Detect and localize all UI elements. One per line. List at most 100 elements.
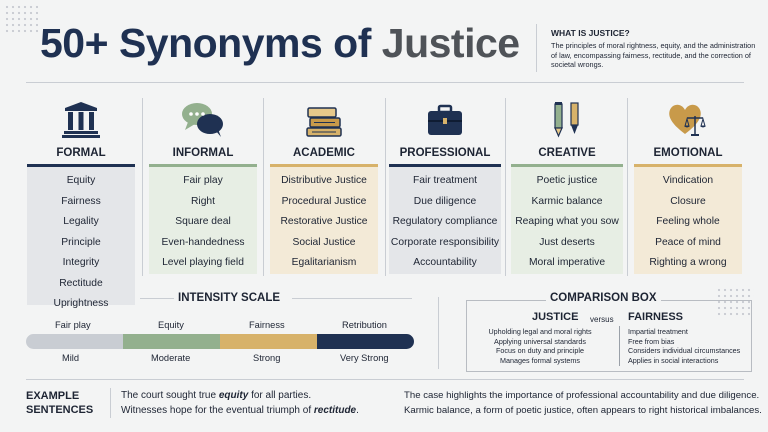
- category-emotional: EMOTIONAL Vindication Closure Feeling wh…: [634, 100, 742, 274]
- fairness-points: Impartial treatment Free from bias Consi…: [628, 327, 752, 365]
- synonym-item: Vindication: [662, 175, 714, 186]
- synonym-item: Integrity: [62, 257, 100, 268]
- category-formal: FORMAL Equity Fairness Legality Principl…: [27, 100, 135, 309]
- synonym-item: Due diligence: [413, 195, 477, 207]
- synonym-item: Uprightness: [53, 298, 109, 309]
- category-informal: INFORMAL Fair play Right Square deal Eve…: [149, 100, 257, 274]
- category-academic: ACADEMIC Distributive Justice Procedural…: [270, 100, 378, 274]
- synonym-item: Distributive Justice: [281, 175, 367, 186]
- column-divider: [627, 98, 628, 276]
- page-title: 50+ Synonyms of Justice: [40, 20, 520, 66]
- synonym-item: Poetic justice: [536, 175, 598, 186]
- chat-bubbles-icon: [149, 100, 257, 138]
- scale-level: Very Strong: [340, 353, 389, 363]
- synonym-item: Right: [190, 195, 216, 207]
- synonym-item: Procedural Justice: [281, 195, 367, 207]
- synonym-item: Rectitude: [59, 277, 103, 289]
- decorative-dots: [716, 287, 754, 317]
- scale-level: Moderate: [151, 353, 191, 363]
- synonym-item: Legality: [63, 216, 99, 227]
- comparison-point: Applies in social interactions: [628, 355, 719, 365]
- synonym-item: Principle: [61, 236, 101, 248]
- pen-pencil-icon: [511, 100, 623, 138]
- synonym-item: Social Justice: [292, 236, 356, 248]
- scale-rule-left: [140, 298, 174, 299]
- synonym-item: Righting a wrong: [649, 257, 727, 268]
- definition-text: The principles of moral rightness, equit…: [551, 41, 756, 69]
- intensity-bar-very-strong: [317, 334, 414, 349]
- category-heading: INFORMAL: [172, 147, 234, 159]
- comparison-left-title: JUSTICE: [532, 311, 579, 323]
- books-icon: [270, 100, 378, 138]
- section-divider: [438, 297, 439, 369]
- synonym-list: Fair treatment Due diligence Regulatory …: [389, 164, 501, 274]
- synonym-item: Reaping what you sow: [515, 216, 619, 227]
- example-sentence: The court sought true equity for all par…: [121, 390, 312, 401]
- versus-label: versus: [590, 315, 614, 324]
- intensity-bar-moderate: [123, 334, 220, 349]
- comparison-point: Manages formal systems: [500, 355, 580, 365]
- synonym-item: Fair treatment: [412, 175, 478, 186]
- synonym-item: Corporate responsibility: [390, 236, 500, 248]
- category-heading: CREATIVE: [538, 147, 596, 159]
- justice-points: Upholding legal and moral rights Applyin…: [470, 327, 610, 365]
- synonym-item: Egalitarianism: [291, 257, 357, 268]
- comparison-point: Applying universal standards: [494, 336, 586, 346]
- synonym-item: Regulatory compliance: [392, 216, 498, 227]
- synonym-list: Distributive Justice Procedural Justice …: [270, 164, 378, 274]
- intensity-bar-mild: [26, 334, 123, 349]
- comparison-point: Free from bias: [628, 336, 675, 346]
- intensity-heading: INTENSITY SCALE: [178, 292, 281, 304]
- examples-heading: EXAMPLE SENTENCES: [26, 389, 93, 417]
- synonym-list: Poetic justice Karmic balance Reaping wh…: [511, 164, 623, 274]
- header-divider: [536, 24, 537, 72]
- synonym-item: Fairness: [61, 195, 101, 207]
- category-professional: PROFESSIONAL Fair treatment Due diligenc…: [389, 100, 501, 274]
- category-heading: FORMAL: [56, 147, 106, 159]
- top-rule: [26, 82, 744, 83]
- examples-heading-line1: EXAMPLE: [26, 390, 80, 402]
- synonym-item: Closure: [670, 195, 706, 207]
- scale-word: Fair play: [55, 320, 91, 330]
- comparison-point: Focus on duty and principle: [496, 346, 584, 355]
- example-sentence: Witnesses hope for the eventual triumph …: [121, 405, 359, 416]
- synonym-item: Just deserts: [539, 236, 595, 248]
- briefcase-icon: [389, 100, 501, 138]
- comparison-point: Impartial treatment: [628, 327, 688, 336]
- examples-heading-line2: SENTENCES: [26, 404, 94, 416]
- synonym-item: Level playing field: [162, 257, 244, 268]
- comparison-right-title: FAIRNESS: [628, 311, 684, 323]
- bottom-rule: [26, 379, 744, 380]
- scale-word: Equity: [158, 320, 184, 330]
- column-divider: [263, 98, 264, 276]
- synonym-item: Fair play: [183, 175, 223, 186]
- column-divider: [505, 98, 506, 276]
- heart-scale-icon: [634, 100, 742, 138]
- comparison-point: Considers individual circumstances: [628, 346, 741, 355]
- decorative-dots: [4, 4, 38, 34]
- synonym-item: Square deal: [175, 216, 231, 227]
- synonym-item: Accountability: [413, 257, 477, 268]
- scale-word: Retribution: [342, 320, 387, 330]
- synonym-item: Restorative Justice: [280, 216, 368, 227]
- comparison-divider: [619, 326, 620, 366]
- scale-level: Mild: [62, 353, 80, 363]
- pillars-icon: [27, 100, 135, 138]
- intensity-bar-strong: [220, 334, 317, 349]
- example-sentence: Karmic balance, a form of poetic justice…: [404, 405, 762, 416]
- column-divider: [385, 98, 386, 276]
- synonym-item: Equity: [66, 175, 96, 186]
- comparison-heading: COMPARISON BOX: [546, 292, 661, 304]
- definition-heading: WHAT IS JUSTICE?: [551, 28, 630, 38]
- synonym-list: Equity Fairness Legality Principle Integ…: [27, 164, 135, 309]
- category-heading: ACADEMIC: [293, 147, 355, 159]
- synonym-list: Vindication Closure Feeling whole Peace …: [634, 164, 742, 274]
- category-creative: CREATIVE Poetic justice Karmic balance R…: [511, 100, 623, 274]
- scale-level: Strong: [253, 353, 281, 363]
- category-heading: EMOTIONAL: [653, 147, 723, 159]
- scale-rule-right: [292, 298, 412, 299]
- synonym-item: Moral imperative: [528, 257, 606, 268]
- category-heading: PROFESSIONAL: [399, 147, 491, 159]
- comparison-point: Upholding legal and moral rights: [488, 327, 592, 336]
- example-sentence: The case highlights the importance of pr…: [404, 390, 760, 401]
